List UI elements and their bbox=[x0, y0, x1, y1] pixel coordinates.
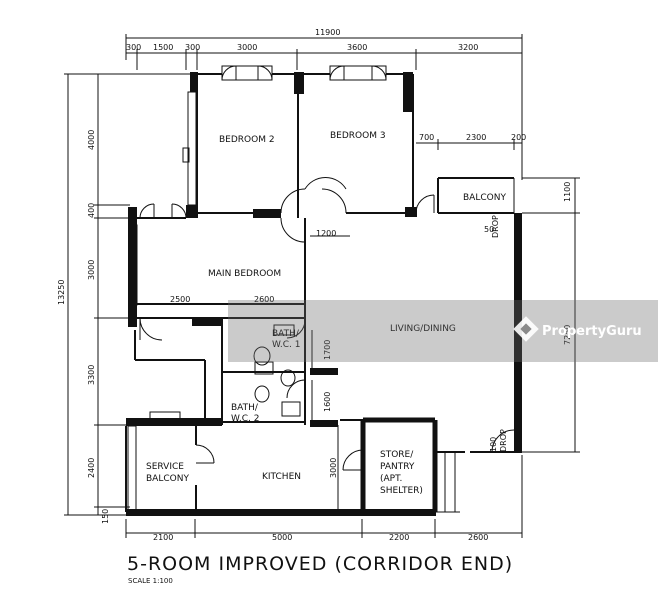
dim-right-200: 200 bbox=[511, 133, 526, 142]
room-label-store-line2: PANTRY bbox=[380, 462, 415, 472]
dim-left-400: 400 bbox=[87, 203, 96, 218]
propertyguru-logo-icon bbox=[513, 316, 539, 342]
dim-left-150: 150 bbox=[101, 509, 110, 524]
room-label-store-line1: STORE/ bbox=[380, 450, 414, 460]
dim-top-300-b: 300 bbox=[185, 43, 200, 52]
dim-top-total: 11900 bbox=[315, 28, 340, 37]
dim-left-4000: 4000 bbox=[87, 130, 96, 150]
dim-top-1500: 1500 bbox=[153, 43, 173, 52]
room-label-balcony: BALCONY bbox=[463, 193, 506, 203]
drop-note-50: 50 bbox=[484, 225, 494, 234]
plan-scale: SCALE 1:100 bbox=[128, 577, 173, 585]
watermark: PropertyGuru bbox=[228, 300, 658, 362]
dim-mid-3000: 3000 bbox=[329, 458, 338, 478]
watermark-text: PropertyGuru bbox=[542, 324, 642, 339]
dim-bottom-2600: 2600 bbox=[468, 533, 488, 542]
room-label-bath-2-line1: BATH/ bbox=[231, 403, 259, 413]
room-labels: BEDROOM 2 BEDROOM 3 MAIN BEDROOM BALCONY… bbox=[146, 131, 508, 496]
dim-top-3000: 3000 bbox=[237, 43, 257, 52]
room-label-service-balcony-line2: BALCONY bbox=[146, 474, 189, 484]
room-label-bath-1-line2: W.C. 1 bbox=[272, 340, 300, 350]
dim-left-3000: 3000 bbox=[87, 260, 96, 280]
dim-left-total: 13250 bbox=[57, 280, 66, 305]
dimension-lines bbox=[64, 34, 580, 538]
dim-top-300-a: 300 bbox=[126, 43, 141, 52]
drop-note-50-drop: DROP bbox=[491, 215, 500, 238]
dim-top-3600: 3600 bbox=[347, 43, 367, 52]
dim-right-700: 700 bbox=[419, 133, 434, 142]
windows-doors bbox=[127, 65, 515, 513]
dim-left-3300: 3300 bbox=[87, 365, 96, 385]
room-label-kitchen: KITCHEN bbox=[262, 472, 301, 482]
dim-mid-1200: 1200 bbox=[316, 229, 336, 238]
walls bbox=[125, 72, 522, 516]
dim-left-2400: 2400 bbox=[87, 458, 96, 478]
room-label-store-line3: (APT. bbox=[380, 474, 402, 484]
room-label-store-line4: SHELTER) bbox=[380, 486, 423, 496]
plan-title: 5-ROOM IMPROVED (CORRIDOR END) bbox=[127, 553, 513, 575]
dim-right-2300: 2300 bbox=[466, 133, 486, 142]
room-label-bath-2-line2: W.C. 2 bbox=[231, 414, 259, 424]
dim-mid-2600: 2600 bbox=[254, 295, 274, 304]
dim-mid-1700: 1700 bbox=[323, 340, 332, 360]
room-label-bedroom-2: BEDROOM 2 bbox=[219, 135, 275, 145]
dim-right-1100: 1100 bbox=[563, 182, 572, 202]
room-label-service-balcony-line1: SERVICE bbox=[146, 462, 184, 472]
drop-note-100: 100 bbox=[489, 437, 498, 452]
dim-bottom-5000: 5000 bbox=[272, 533, 292, 542]
dim-bottom-2100: 2100 bbox=[153, 533, 173, 542]
room-label-bath-1-line1: BATH/ bbox=[272, 329, 300, 339]
dimension-texts: 11900 300 1500 300 3000 3600 3200 700 23… bbox=[57, 28, 572, 542]
room-label-living-dining: LIVING/DINING bbox=[390, 324, 456, 334]
drop-note-100-drop: DROP bbox=[499, 429, 508, 452]
room-label-main-bedroom: MAIN BEDROOM bbox=[208, 269, 281, 279]
dim-bottom-2200: 2200 bbox=[389, 533, 409, 542]
bathroom-fixtures bbox=[253, 324, 301, 417]
dim-top-3200: 3200 bbox=[458, 43, 478, 52]
dim-right-7250: 7250 bbox=[563, 325, 572, 345]
dim-mid-2500: 2500 bbox=[170, 295, 190, 304]
room-label-bedroom-3: BEDROOM 3 bbox=[330, 131, 386, 141]
dim-mid-1600: 1600 bbox=[323, 392, 332, 412]
